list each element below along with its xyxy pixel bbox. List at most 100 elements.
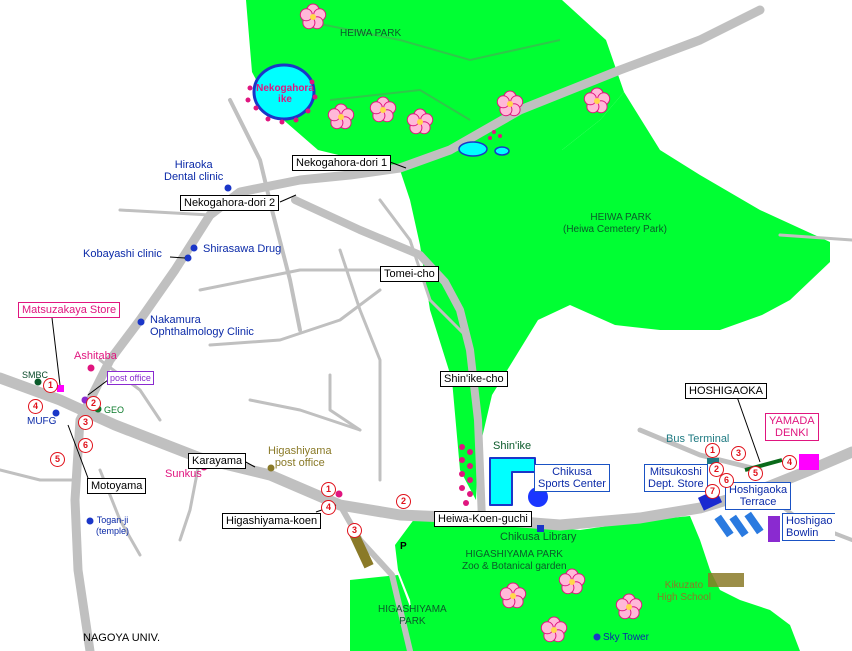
- yamada-denki-label: YAMADA DENKI: [765, 413, 819, 441]
- tomei-street: [291, 196, 486, 524]
- cherry-blossom-icon: [327, 103, 355, 130]
- hoshigaoka-exit-3: 3: [731, 446, 746, 461]
- north-road: [228, 98, 302, 332]
- south-road: [337, 502, 413, 651]
- togan-line2: (temple): [96, 526, 130, 536]
- pond-label-line1: Nekogahora: [256, 83, 314, 94]
- bus-terminal-label: Bus Terminal: [666, 433, 730, 445]
- chikusa-library-marker: [537, 525, 544, 532]
- chikusa-sports-center-marker: [528, 487, 548, 507]
- chikusa-sports-line2: Sports Center: [538, 478, 606, 490]
- post-office-label: post office: [107, 371, 154, 385]
- terrace-building-3: [744, 511, 764, 535]
- bowling-building: [768, 516, 780, 542]
- matsuzakaya-store-label: Matsuzakaya Store: [18, 302, 121, 318]
- side-road-7: [98, 358, 162, 422]
- hoshi-branch: [637, 427, 763, 473]
- mitsukoshi-label: Mitsukoshi Dept. Store: [644, 464, 708, 492]
- cherry-blossom-icon: [540, 616, 568, 643]
- nagoya-univ-label: NAGOYA UNIV.: [83, 632, 161, 644]
- bowl-line1: Hoshigao: [786, 515, 833, 527]
- nakamura-line2: Ophthalmology Clinic: [150, 326, 254, 338]
- kikuzato-building: [708, 573, 744, 587]
- nakamura-line1: Nakamura: [150, 314, 201, 326]
- cherry-blossom-icon: [558, 568, 586, 595]
- geo-label: GEO: [104, 405, 125, 415]
- pond-flowers: [245, 79, 318, 125]
- motoyama-exit-3: 3: [78, 415, 93, 430]
- park-paths: [299, 19, 561, 121]
- station-higashiyama-koen[interactable]: Higashiyama-koen: [222, 513, 322, 529]
- heiwa-cemetery-park: [400, 92, 830, 500]
- station-nekogahora-dori-1[interactable]: Nekogahora-dori 1: [292, 155, 392, 171]
- cherry-blossom-icon: [369, 96, 397, 123]
- hkoen-exit-3: 3: [347, 523, 362, 538]
- hpost-line2: post office: [274, 457, 325, 469]
- station-tomei-cho[interactable]: Tomei-cho: [380, 266, 439, 282]
- nekogahora-dori: [75, 5, 765, 425]
- station-motoyama[interactable]: Motoyama: [87, 478, 147, 494]
- heiwa-cemetery-title: HEIWA PARK: [590, 212, 652, 223]
- yamada-denki-building: [799, 454, 819, 470]
- hkoen-exit-2: 2: [396, 494, 411, 509]
- yamate-dori: [70, 415, 95, 651]
- higashiyama-park-title: HIGASHIYAMA PARK: [465, 549, 563, 560]
- hiraoka-line2: Dental clinic: [164, 171, 224, 183]
- cherry-blossom-icon: [499, 582, 527, 609]
- nekogahora-pond: [252, 63, 316, 121]
- motoyama-exit-2: 2: [86, 396, 101, 411]
- station-nekogahora-dori-2[interactable]: Nekogahora-dori 2: [180, 195, 280, 211]
- cherry-blossom-icon: [406, 108, 434, 135]
- higashiyama-park-label: HIGASHIYAMA PARK Zoo & Botanical garden: [462, 549, 567, 573]
- heiwa-cemetery-label: HEIWA PARK (Heiwa Cemetery Park): [563, 212, 667, 236]
- pond-label-line2: ike: [278, 94, 292, 105]
- togan-ji-label: Togan-ji (temple): [96, 515, 129, 537]
- mufg-label: MUFG: [27, 416, 57, 427]
- higashiyama-south-line1: HIGASHIYAMA: [378, 604, 447, 615]
- station-hoshigaoka[interactable]: HOSHIGAOKA: [685, 383, 767, 399]
- leader-lines: [51, 161, 761, 519]
- hoshigaoka-bowling-label: Hoshigao Bowlin: [782, 513, 836, 541]
- side-road-6: [0, 468, 77, 482]
- higashiyama-south-line2: PARK: [399, 616, 426, 627]
- sunkus-label: Sunkus: [165, 468, 202, 480]
- station-heiwa-koen-guchi[interactable]: Heiwa-Koen-guchi: [434, 511, 532, 527]
- higashiyama-post-office-label: Higashiyama post office: [268, 445, 332, 469]
- terrace-building-1: [714, 514, 734, 538]
- station-shinike-cho[interactable]: Shin'ike-cho: [440, 371, 508, 387]
- hoshigaoka-exit-5: 5: [748, 466, 763, 481]
- cherry-blossoms: [299, 3, 643, 643]
- higashiyama-south-label: HIGASHIYAMA PARK: [378, 604, 447, 628]
- smbc-label: SMBC: [22, 370, 49, 380]
- togan-line1: Togan-ji: [96, 515, 129, 525]
- hoshigaoka-terrace-label: Hoshigaoka Terrace: [725, 482, 792, 510]
- hpost-line1: Higashiyama: [268, 445, 332, 457]
- hoshigaoka-exit-7: 7: [705, 484, 720, 499]
- shirasawa-drug-label: Shirasawa Drug: [203, 243, 282, 255]
- nakamura-clinic-label: Nakamura Ophthalmology Clinic: [150, 314, 254, 338]
- hkoen-exit3-structure: [348, 529, 374, 569]
- kobayashi-clinic-label: Kobayashi clinic: [83, 248, 162, 260]
- mitsukoshi-line2: Dept. Store: [648, 478, 704, 490]
- side-road-2: [208, 288, 382, 347]
- cherry-blossom-icon: [615, 593, 643, 620]
- side-road-11: [328, 373, 362, 432]
- motoyama-exit-5: 5: [50, 452, 65, 467]
- motoyama-exit-1: 1: [43, 378, 58, 393]
- chikusa-sports-line1: Chikusa: [552, 466, 592, 478]
- kikuzato-high-school-label: Kikuzato High School: [657, 580, 711, 604]
- station-karayama[interactable]: Karayama: [188, 453, 247, 469]
- side-road-4: [338, 248, 382, 482]
- sky-tower-label: Sky Tower: [603, 632, 649, 643]
- ashitaba-label: Ashitaba: [74, 350, 117, 362]
- side-road-5: [248, 398, 362, 432]
- higashiyama-park-south: [350, 575, 418, 651]
- shinike-label: Shin'ike: [493, 440, 532, 452]
- terrace-line2: Terrace: [739, 496, 777, 508]
- small-pond-1: [458, 141, 488, 157]
- side-road-12: [778, 233, 852, 242]
- yamada-line2: DENKI: [775, 427, 809, 439]
- higashiyama-park: [395, 516, 800, 651]
- bus-terminal-marker: [707, 458, 719, 464]
- yamada-line1: YAMADA: [769, 415, 815, 427]
